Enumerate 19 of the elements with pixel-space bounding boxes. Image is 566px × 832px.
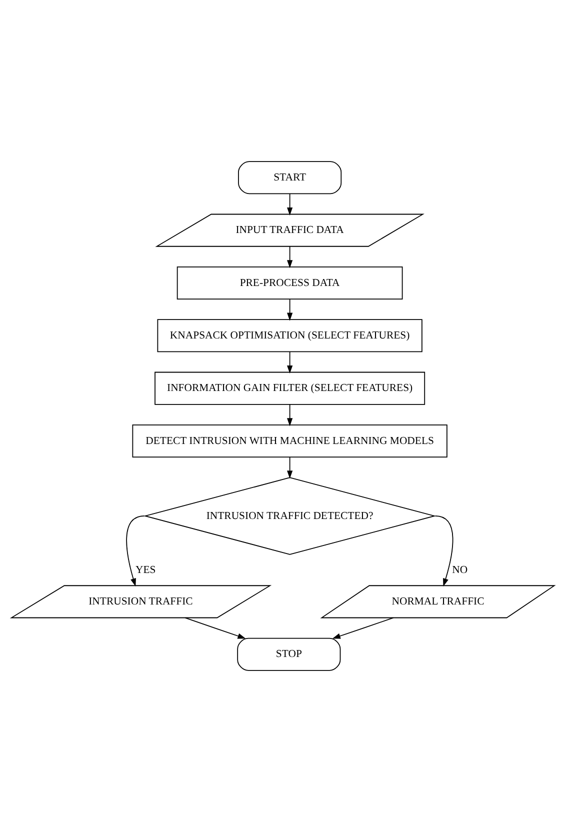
- node-box: STOP: [237, 638, 341, 671]
- arrow: [287, 298, 293, 321]
- arrow: [434, 516, 454, 587]
- arrow: [287, 404, 293, 426]
- edge-label: YES: [136, 564, 156, 576]
- node-diamond: INTRUSION TRAFFIC DETECTED?: [143, 477, 436, 555]
- node-box: START: [238, 161, 342, 194]
- arrow: [126, 516, 145, 587]
- arrow: [184, 617, 246, 639]
- arrow: [287, 193, 293, 216]
- arrow: [287, 246, 293, 268]
- node-box: KNAPSACK OPTIMISATION (SELECT FEATURES): [157, 319, 422, 352]
- arrow: [287, 351, 293, 374]
- edge-label: NO: [452, 564, 468, 576]
- node-box: PRE-PROCESS DATA: [176, 266, 403, 300]
- arrow: [287, 456, 293, 479]
- arrow: [332, 617, 394, 639]
- node-box: DETECT INTRUSION WITH MACHINE LEARNING MODELS: [132, 424, 448, 458]
- node-box: INFORMATION GAIN FILTER (SELECT FEATURES): [154, 372, 426, 405]
